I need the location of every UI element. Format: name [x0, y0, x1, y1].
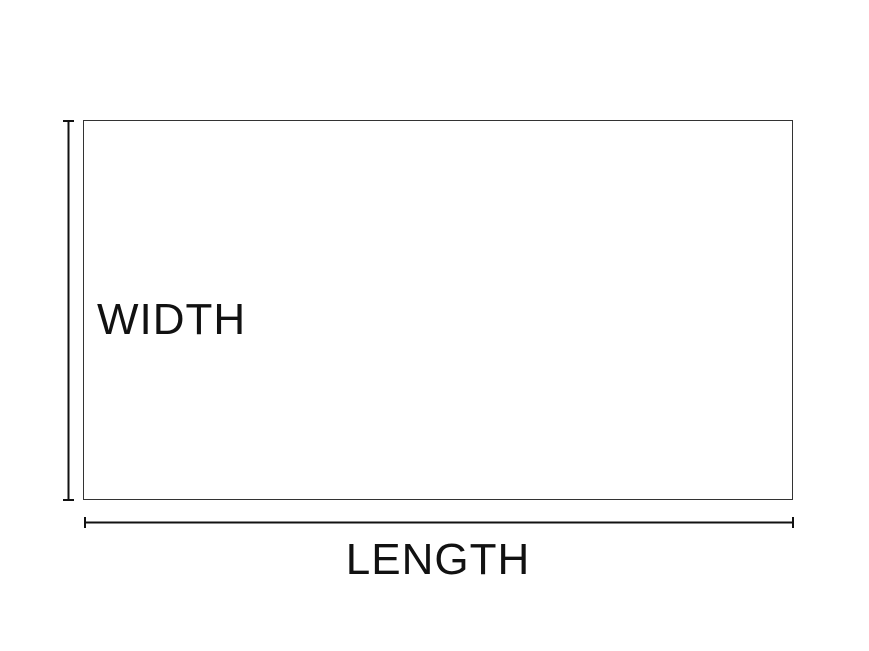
rectangle-outline [83, 120, 793, 500]
length-dimension-line [84, 517, 794, 528]
width-label: WIDTH [97, 295, 246, 344]
length-label: LENGTH [346, 535, 530, 584]
width-dimension-line [63, 120, 74, 501]
